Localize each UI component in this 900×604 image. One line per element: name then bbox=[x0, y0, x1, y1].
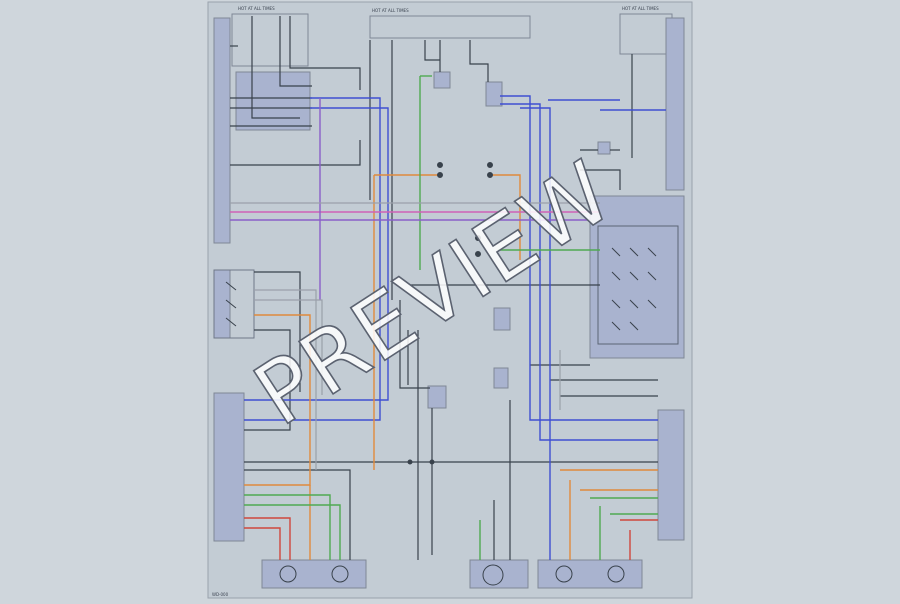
motor-right-b-icon bbox=[607, 565, 625, 583]
connector-strip-left-lower bbox=[213, 392, 245, 542]
wires-orange bbox=[244, 174, 658, 560]
memory-select-switch bbox=[213, 269, 255, 339]
connector-strip-left-upper bbox=[213, 17, 231, 244]
connector-strip-right-upper bbox=[665, 17, 685, 191]
motor-right bbox=[537, 559, 643, 589]
fuse-block-left-top bbox=[231, 13, 309, 67]
motor-right-a-icon bbox=[555, 565, 573, 583]
wires-blue bbox=[244, 95, 666, 560]
motor-left-b-icon bbox=[331, 565, 349, 583]
motor-center-icon bbox=[482, 564, 504, 586]
wires-violet bbox=[230, 98, 590, 300]
relay-6 bbox=[597, 141, 611, 155]
relay-2 bbox=[485, 81, 503, 107]
hot-at-all-times-label-right: HOT AT ALL TIMES bbox=[622, 6, 659, 11]
junction-dots bbox=[407, 162, 493, 465]
connector-strip-right-lower bbox=[657, 409, 685, 541]
connector-body-left-upper bbox=[235, 71, 311, 131]
motor-symbols bbox=[279, 564, 625, 586]
connector-strip-left-middle bbox=[213, 269, 231, 339]
motor-center bbox=[469, 559, 529, 589]
hot-at-all-times-label-center: HOT AT ALL TIMES bbox=[372, 8, 409, 13]
wires-green bbox=[244, 75, 658, 560]
fuse-block-center-top bbox=[369, 15, 531, 39]
motor-left bbox=[261, 559, 367, 589]
wires-red bbox=[244, 517, 658, 560]
relay-5 bbox=[427, 385, 447, 409]
motor-left-a-icon bbox=[279, 565, 297, 583]
hot-at-all-times-label-left: HOT AT ALL TIMES bbox=[238, 6, 275, 11]
page-code: WD-000 bbox=[212, 592, 229, 597]
relay-1 bbox=[433, 71, 451, 89]
wires-gray bbox=[230, 202, 600, 470]
mirror-switch-assembly bbox=[589, 195, 685, 359]
relay-4 bbox=[493, 367, 509, 389]
selector-contacts bbox=[225, 281, 237, 327]
mirror-switch-contacts bbox=[611, 247, 657, 331]
relay-3 bbox=[493, 307, 511, 331]
